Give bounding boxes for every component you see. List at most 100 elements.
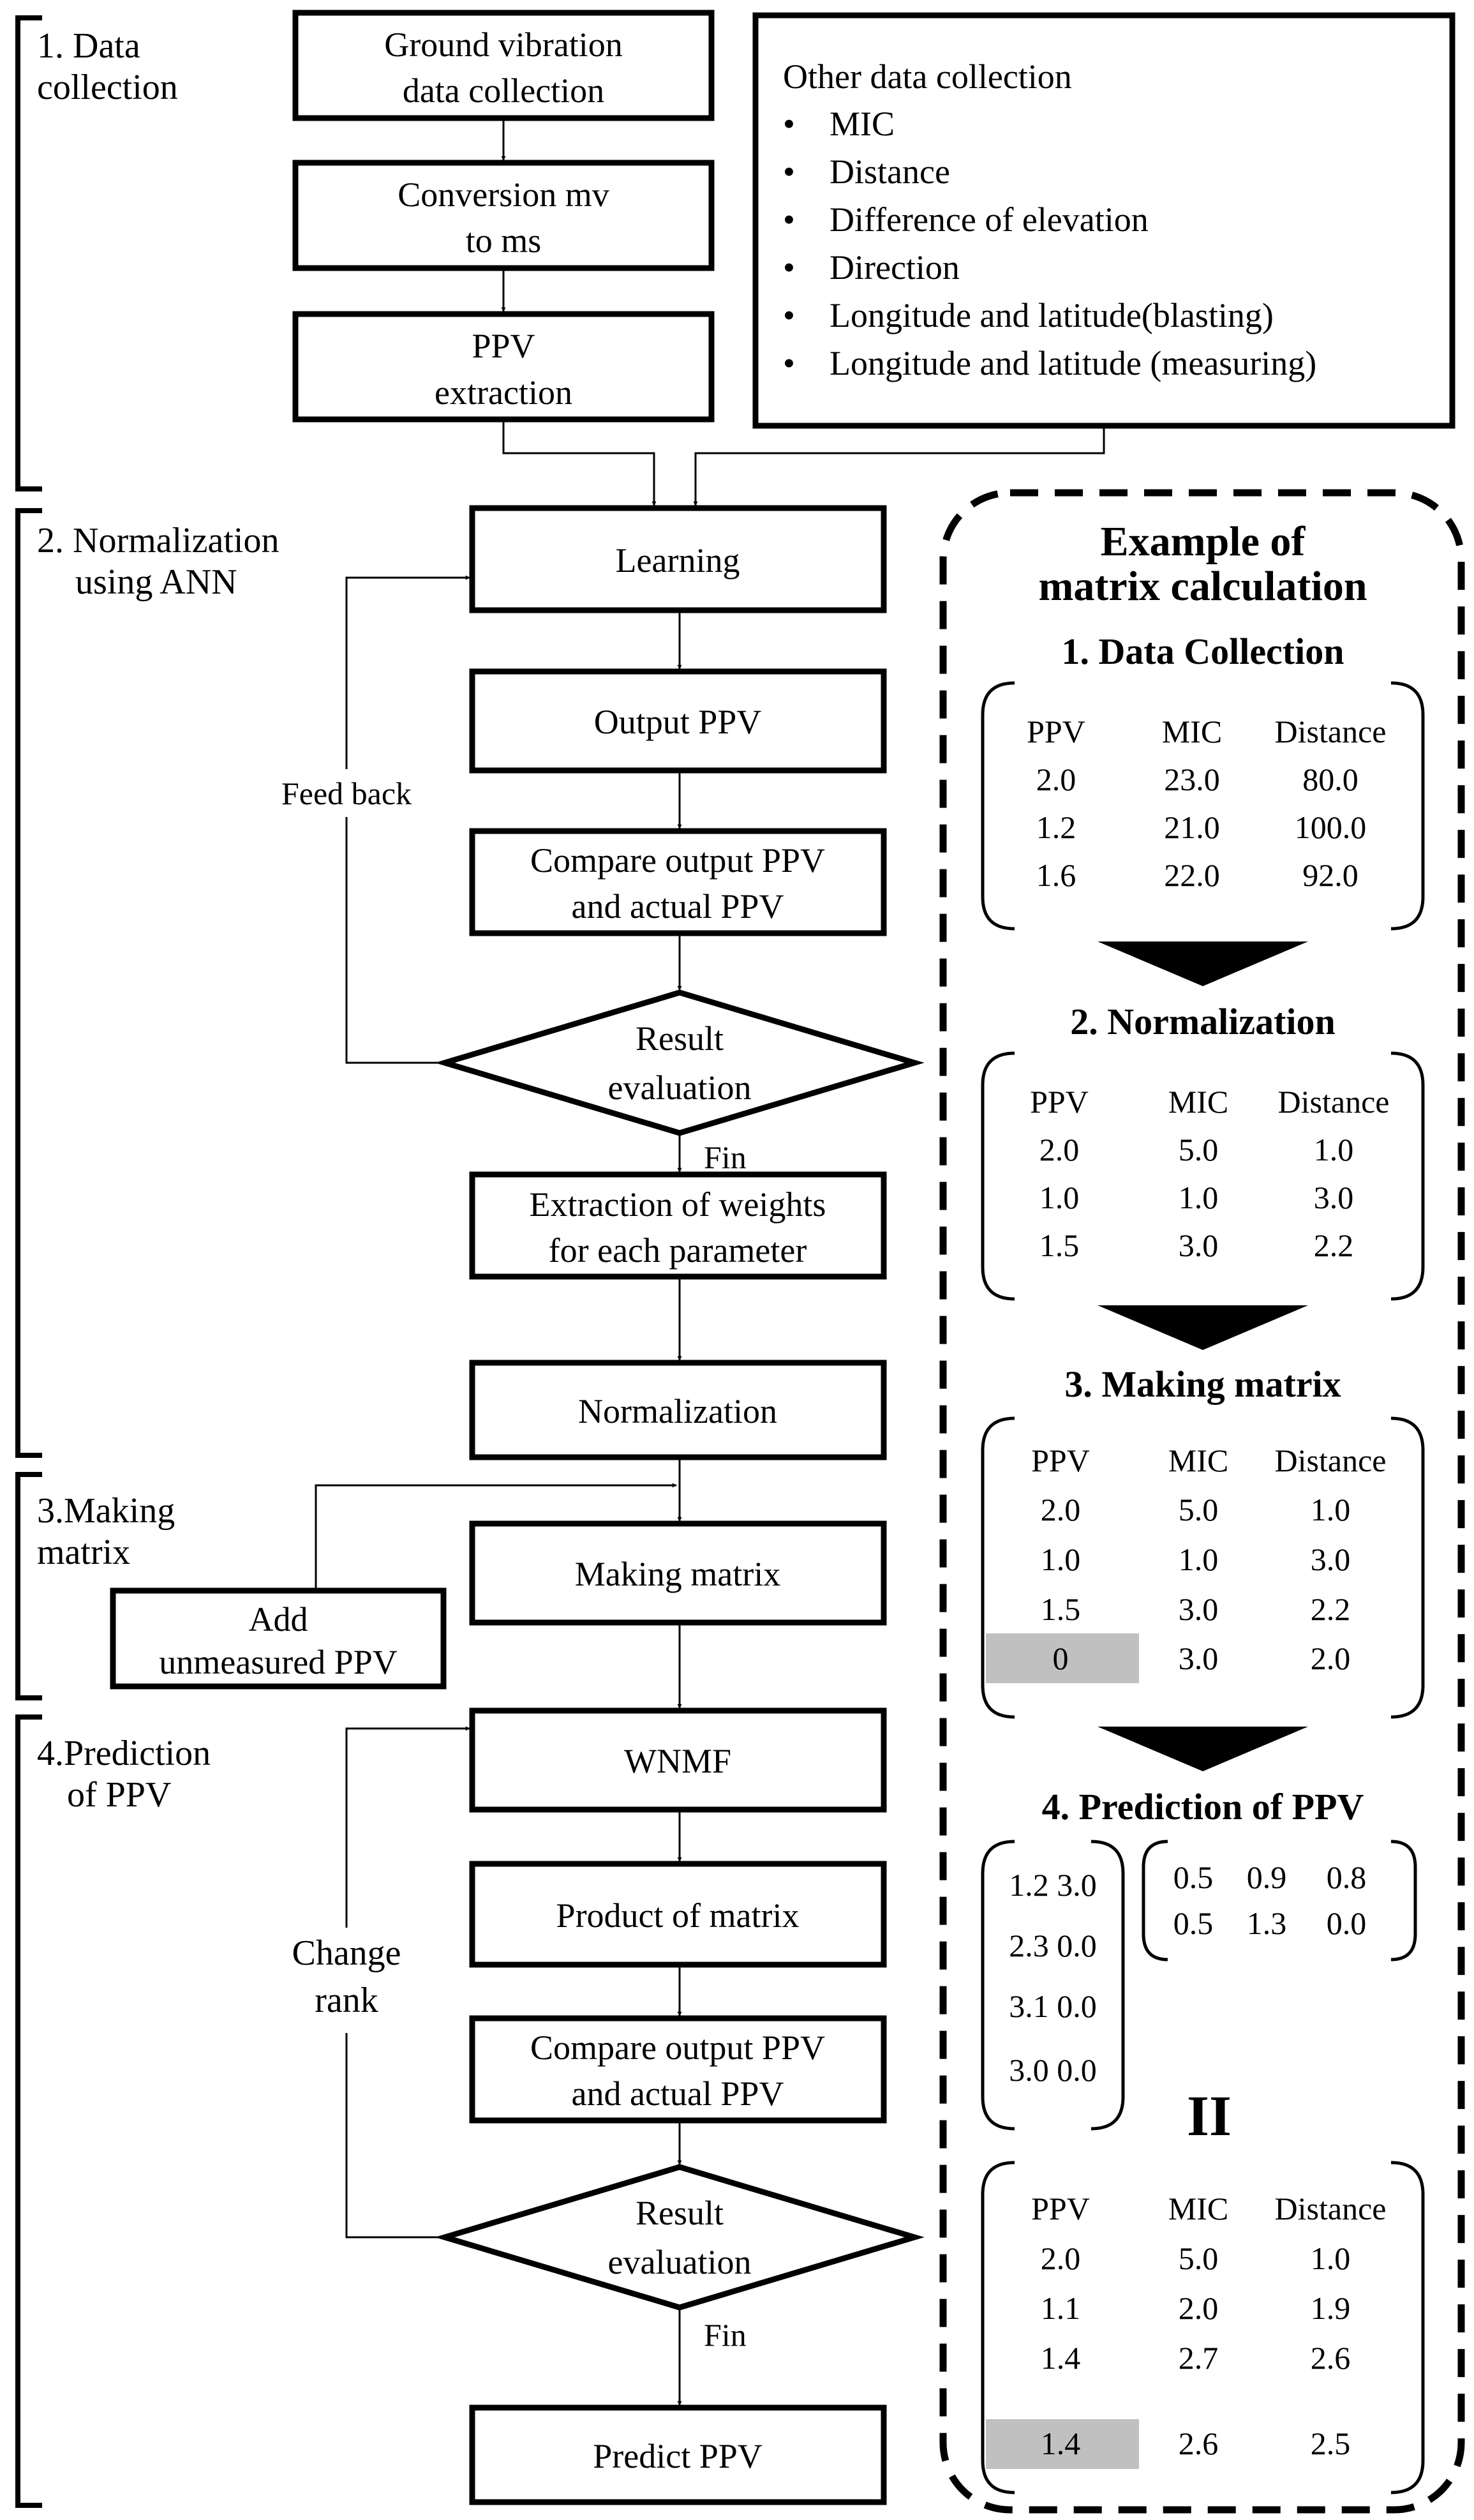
box-predict-ppv — [469, 2404, 887, 2505]
step3-matrix: PPV MIC Distance 2.0 5.0 1.0 1.0 1.0 3.0… — [1031, 1443, 1386, 1676]
eval1-line1: Result — [636, 1019, 724, 1058]
other-data-item: Longitude and latitude(blasting) — [830, 296, 1274, 334]
step2-cell: 5.0 — [1179, 1132, 1219, 1167]
step4-right-cell: 0.9 — [1247, 1859, 1287, 1895]
step4-right-cell: 0.0 — [1327, 1905, 1367, 1941]
step1-header: Distance — [1275, 714, 1387, 749]
step4-title: 4. Prediction of PPV — [1042, 1786, 1364, 1827]
predict-ppv-label: Predict PPV — [593, 2437, 763, 2475]
bracket-prediction — [15, 1714, 42, 2508]
step4-right-cell: 1.3 — [1247, 1905, 1287, 1941]
result-matrix: PPV MIC Distance 2.0 5.0 1.0 1.1 2.0 1.9… — [1031, 2191, 1386, 2461]
step3-cell: 1.0 — [1179, 1541, 1219, 1577]
step4-right-matrix: 0.5 0.9 0.8 0.5 1.3 0.0 — [1173, 1859, 1367, 1941]
step1-cell: 92.0 — [1302, 857, 1359, 893]
bullet: • — [783, 153, 795, 191]
step2-cell: 3.0 — [1314, 1180, 1354, 1215]
result-cell: 2.6 — [1179, 2426, 1219, 2461]
result-cell: 2.0 — [1179, 2290, 1219, 2326]
step3-cell: 2.0 — [1311, 1640, 1351, 1676]
learning-label: Learning — [616, 541, 740, 580]
step4-right-matrix-right-bracket — [1390, 1840, 1417, 1961]
section-3-label-line1: 3.Making — [37, 1491, 175, 1531]
output-ppv-label: Output PPV — [594, 703, 762, 741]
step4-right-matrix-left-bracket — [1142, 1840, 1168, 1961]
bullet: • — [783, 105, 795, 143]
step2-cell: 2.0 — [1039, 1132, 1080, 1167]
box-compare1 — [469, 828, 887, 936]
section-brackets — [15, 15, 42, 2508]
step2-cell: 1.0 — [1314, 1132, 1354, 1167]
step2-right-bracket — [1390, 1051, 1425, 1301]
result-brackets — [981, 2161, 1425, 2494]
step4-right-cell: 0.5 — [1173, 1905, 1214, 1941]
result-cell: 1.4 — [1041, 2340, 1081, 2376]
flow-labels: Feed back Fin Change rank Fin — [267, 769, 747, 2353]
step3-cell: 1.0 — [1041, 1541, 1081, 1577]
conversion-line1: Conversion mv — [398, 176, 609, 214]
other-data-item: Distance — [830, 153, 950, 191]
step3-header: PPV — [1031, 1443, 1090, 1478]
eval2-line1: Result — [636, 2194, 724, 2232]
add-unmeasured-line2: unmeasured PPV — [159, 1643, 397, 1681]
compare1-line2: and actual PPV — [572, 887, 784, 926]
down-arrow-1 — [1098, 941, 1308, 986]
result-cell: 1.0 — [1311, 2240, 1351, 2276]
step2-cell: 1.0 — [1179, 1180, 1219, 1215]
change-rank-label-bg — [274, 1928, 421, 2033]
step1-header: MIC — [1162, 714, 1222, 749]
section-1-label-line2: collection — [37, 68, 178, 107]
other-data-item: Longitude and latitude (measuring) — [830, 344, 1316, 382]
result-cell: 1.9 — [1311, 2290, 1351, 2326]
step4-right-cell: 0.5 — [1173, 1859, 1214, 1895]
bracket-data-collection — [15, 15, 42, 491]
step3-cell: 3.0 — [1179, 1591, 1219, 1627]
step3-cell: 3.0 — [1179, 1640, 1219, 1676]
step3-right-bracket — [1390, 1416, 1425, 1719]
box-learning — [469, 505, 887, 613]
result-left-bracket — [981, 2161, 1015, 2494]
step1-cell: 80.0 — [1302, 761, 1359, 797]
step1-right-bracket — [1390, 681, 1425, 931]
fin-label-2: Fin — [704, 2317, 747, 2353]
feed-back-label-bg — [267, 769, 426, 817]
result-cell: 2.5 — [1311, 2426, 1351, 2461]
arrow-ppv-to-learning — [502, 422, 657, 506]
conversion-line2: to ms — [466, 221, 542, 260]
box-add-unmeasured — [110, 1587, 447, 1690]
step3-cell: 1.0 — [1311, 1492, 1351, 1527]
result-cell: 1.1 — [1041, 2290, 1081, 2326]
product-matrix-label: Product of matrix — [556, 1896, 800, 1935]
making-matrix-label: Making matrix — [575, 1555, 780, 1593]
other-data-item: Direction — [830, 248, 960, 287]
box-making-matrix — [469, 1520, 887, 1626]
step2-cell: 2.2 — [1314, 1227, 1354, 1263]
flow-boxes — [110, 10, 1455, 2505]
step2-cell: 3.0 — [1179, 1227, 1219, 1263]
other-data-item: Difference of elevation — [830, 200, 1149, 239]
example-panel-border — [939, 489, 1465, 2514]
section-1-label-line1: 1. Data — [37, 26, 140, 66]
step4-left-row: 2.3 0.0 — [1009, 1928, 1097, 1963]
box-extraction-weights — [469, 1171, 887, 1280]
other-data-list: • MIC • Distance • Difference of elevati… — [783, 105, 1316, 382]
step3-title: 3. Making matrix — [1064, 1363, 1341, 1405]
bullet: • — [783, 296, 795, 334]
result-header: Distance — [1275, 2191, 1387, 2226]
section-2-label-line1: 2. Normalization — [37, 521, 279, 560]
step2-cell: 1.0 — [1039, 1180, 1080, 1215]
step1-matrix: PPV MIC Distance 2.0 23.0 80.0 1.2 21.0 … — [1027, 714, 1386, 893]
box-other-data — [752, 12, 1455, 429]
step1-cell: 23.0 — [1164, 761, 1220, 797]
section-3-label-line2: matrix — [37, 1533, 130, 1572]
box-product-matrix — [469, 1861, 887, 1968]
step3-left-bracket — [981, 1416, 1015, 1719]
step3-cell: 3.0 — [1311, 1541, 1351, 1577]
step2-title: 2. Normalization — [1070, 1001, 1336, 1042]
step3-brackets — [981, 1416, 1425, 1719]
step4-brackets — [981, 1840, 1417, 2131]
bullet: • — [783, 200, 795, 239]
step1-cell: 2.0 — [1036, 761, 1076, 797]
arrow-feedback-loop — [345, 575, 470, 1064]
